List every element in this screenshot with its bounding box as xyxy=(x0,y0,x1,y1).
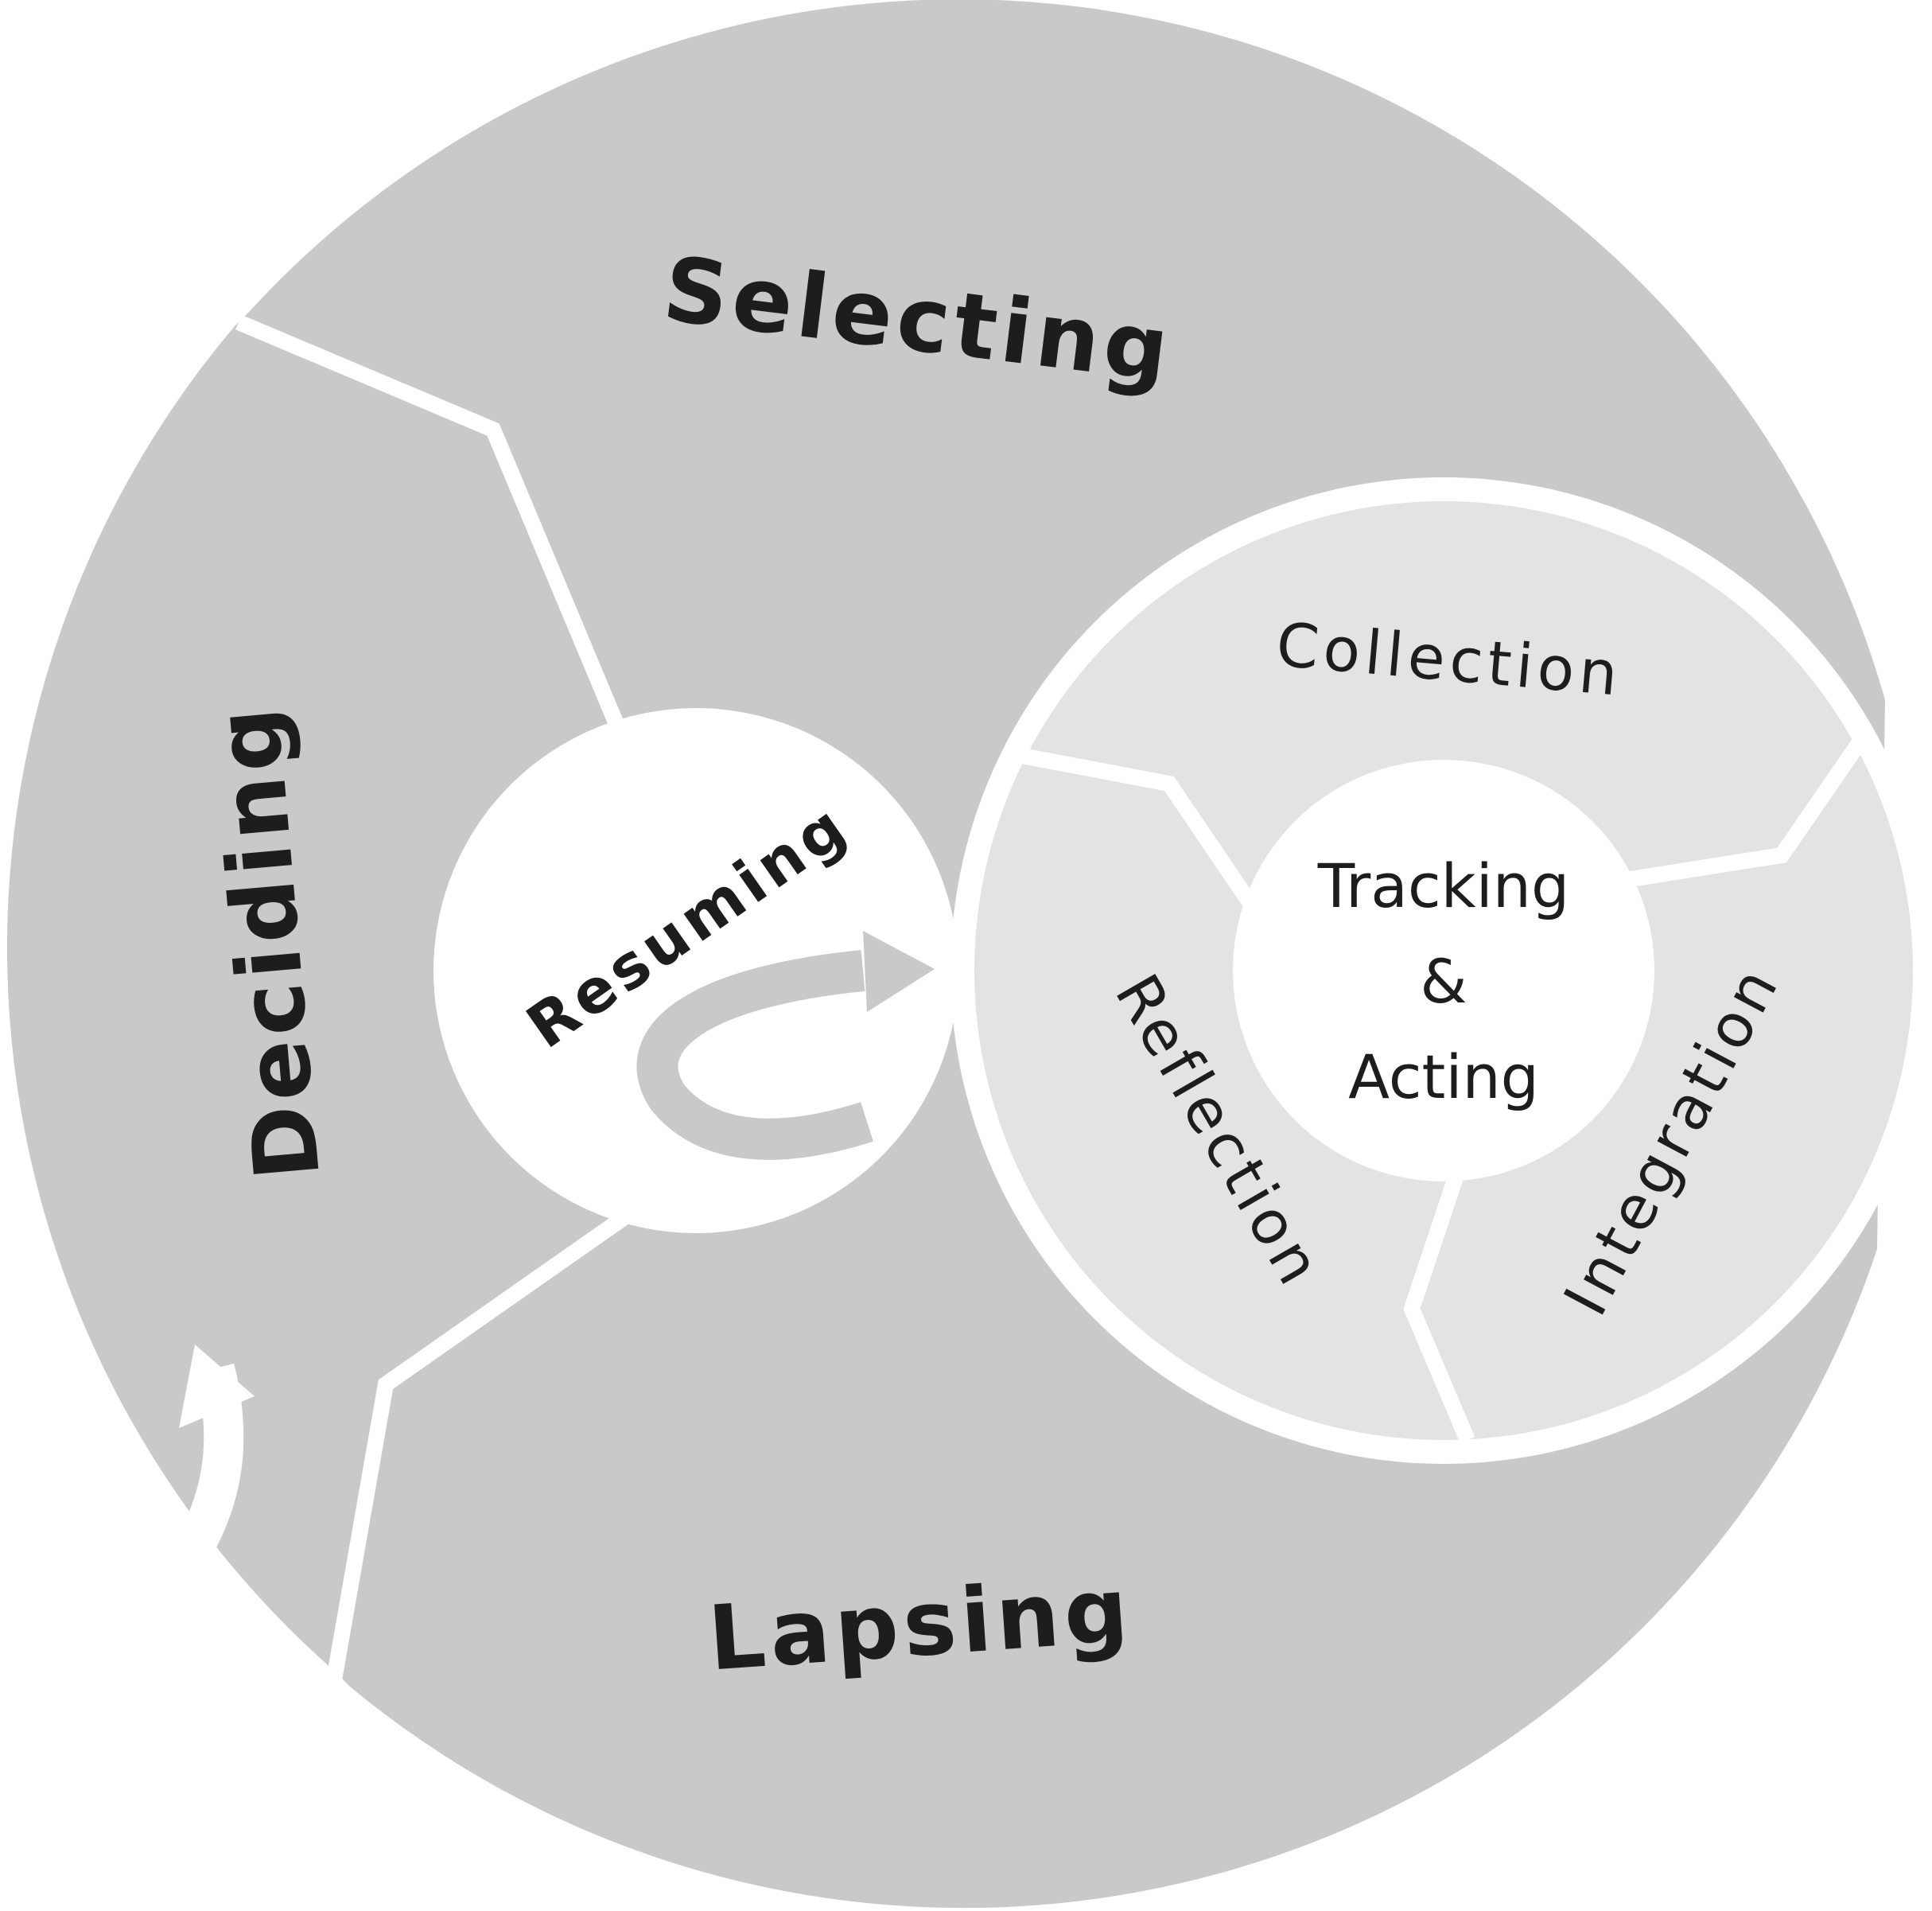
center-line-1: Tracking xyxy=(1317,850,1569,921)
separator-collection-integration xyxy=(1629,735,1868,887)
exit-arrowhead xyxy=(334,1858,406,1911)
entry-arrowhead xyxy=(179,1345,255,1428)
exit-arrow-icon xyxy=(346,1797,514,1886)
resuming-arrow-icon xyxy=(636,950,873,1160)
separator-selecting-deciding xyxy=(235,314,624,727)
entry-arrow-icon xyxy=(80,1363,244,1676)
center-line-2: & xyxy=(1420,946,1467,1017)
separator-deciding-lapsing xyxy=(322,1210,629,1704)
resuming-circle xyxy=(433,708,958,1233)
center-circle xyxy=(1233,760,1654,1181)
separator-collection-reflection xyxy=(1020,748,1260,912)
resuming-arrowhead xyxy=(863,931,935,1012)
center-line-3: Acting xyxy=(1348,1041,1539,1112)
separator-reflection-integration xyxy=(1403,1162,1475,1443)
